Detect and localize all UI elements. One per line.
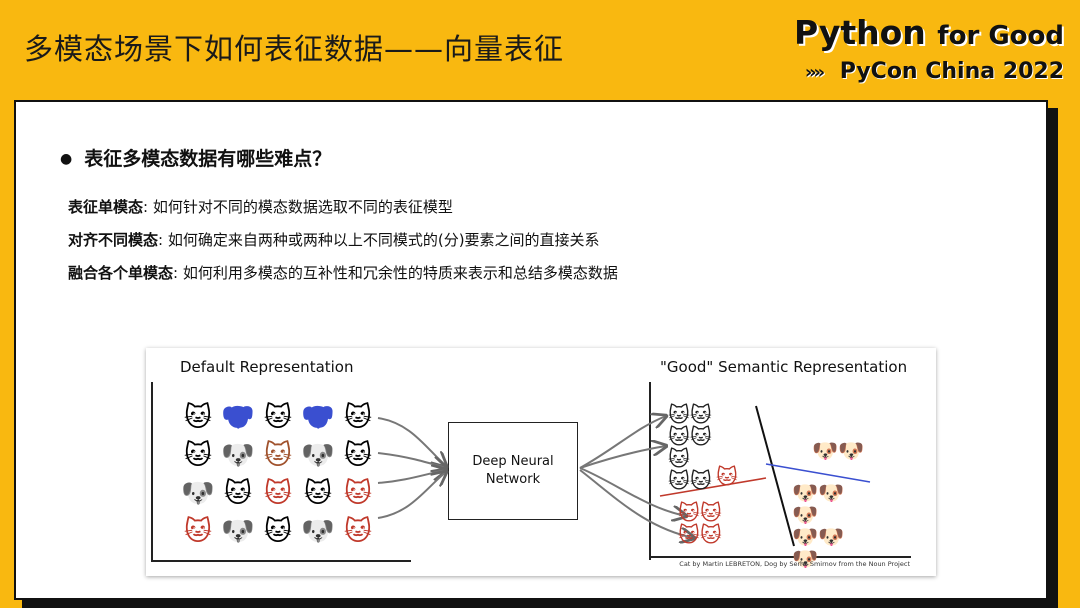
dog-cluster-black: 🐶🐶🐶🐶🐶🐶 bbox=[792, 481, 845, 571]
cat-icon: 🐱 bbox=[263, 478, 293, 509]
cat-cluster-orange: 🐱 bbox=[716, 465, 738, 489]
cat-icon: 🐱 bbox=[343, 516, 373, 547]
left-x-axis bbox=[151, 560, 411, 562]
nn-label-line2: Network bbox=[485, 472, 541, 487]
cat-icon: 🐱 bbox=[183, 402, 213, 433]
brand-main: Python for Good bbox=[794, 14, 1064, 55]
arrows-layer bbox=[377, 405, 871, 547]
brand-for-good: for Good bbox=[937, 21, 1064, 51]
item-alignment: 对齐不同模态: 如何确定来自两种或两种以上不同模式的(分)要素之间的直接关系 bbox=[68, 229, 600, 250]
cat-cluster-black: 🐱🐱🐱🐱🐱🐱🐱 bbox=[668, 403, 712, 493]
decision-boundary-blue bbox=[765, 463, 871, 483]
cat-icon: 🐱 bbox=[263, 440, 293, 471]
right-panel-title: "Good" Semantic Representation bbox=[660, 358, 908, 376]
cat-icon: 🐱 bbox=[303, 478, 333, 509]
cat-icon: 🐱 bbox=[343, 478, 373, 509]
default-representation-grid: 🐱 🐶 🐱 🐶 🐱 🐱 🐶 🐱 🐶 🐱 🐶 🐱 🐱 🐱 🐱 🐱 🐶 🐱 🐶 🐱 bbox=[178, 400, 378, 550]
dog-icon: 🐶 bbox=[301, 402, 335, 433]
brand-event: PyCon China 2022 bbox=[839, 59, 1064, 84]
dog-icon: 🐶 bbox=[221, 440, 255, 471]
bullet-dot-icon: ● bbox=[60, 151, 73, 167]
cat-icon: 🐱 bbox=[183, 516, 213, 547]
item-unimodal: 表征单模态: 如何针对不同的模态数据选取不同的表征模型 bbox=[68, 196, 453, 217]
arrow-out-1 bbox=[579, 416, 666, 469]
cat-cluster-red: 🐱🐱🐱🐱 bbox=[678, 501, 722, 547]
neural-network-box: Deep Neural Network bbox=[448, 422, 578, 520]
brand-logo: Python for Good »» PyCon China 2022 bbox=[794, 14, 1064, 85]
item-desc: : 如何确定来自两种或两种以上不同模式的(分)要素之间的直接关系 bbox=[158, 231, 600, 249]
arrow-in-4 bbox=[377, 472, 446, 519]
decision-boundary-diagonal bbox=[755, 405, 795, 547]
figure-credit: Cat by Martin LEBRETON, Dog by Serhii Sm… bbox=[679, 560, 910, 568]
dog-cluster-blue: 🐶🐶 bbox=[812, 439, 865, 463]
cat-icon: 🐱 bbox=[343, 440, 373, 471]
cat-icon: 🐱 bbox=[183, 440, 213, 471]
representation-figure: Default Representation "Good" Semantic R… bbox=[146, 348, 936, 576]
item-term: 对齐不同模态 bbox=[68, 231, 159, 249]
dog-icon: 🐶 bbox=[221, 402, 255, 433]
dog-icon: 🐶 bbox=[301, 516, 335, 547]
item-desc: : 如何利用多模态的互补性和冗余性的特质来表示和总结多模态数据 bbox=[173, 264, 618, 282]
question-bullet: ● 表征多模态数据有哪些难点？ bbox=[60, 144, 331, 171]
brand-python: Python bbox=[794, 13, 926, 52]
item-desc: : 如何针对不同的模态数据选取不同的表征模型 bbox=[143, 198, 453, 216]
brand-sub: »» PyCon China 2022 bbox=[794, 59, 1064, 84]
arrow-out-3 bbox=[579, 467, 686, 516]
decision-boundary-red bbox=[659, 477, 767, 497]
dog-icon: 🐶 bbox=[181, 478, 215, 509]
right-y-axis bbox=[649, 382, 651, 560]
cat-icon: 🐱 bbox=[263, 402, 293, 433]
left-y-axis bbox=[151, 382, 153, 562]
nn-label-line1: Deep Neural bbox=[472, 454, 554, 469]
arrow-out-4 bbox=[579, 469, 694, 538]
dog-icon: 🐶 bbox=[221, 516, 255, 547]
slide-title: 多模态场景下如何表征数据——向量表征 bbox=[24, 32, 565, 66]
item-term: 表征单模态 bbox=[68, 198, 144, 216]
arrow-out-2 bbox=[579, 446, 666, 469]
cat-icon: 🐱 bbox=[223, 478, 253, 509]
item-term: 融合各个单模态 bbox=[68, 264, 174, 282]
left-panel-title: Default Representation bbox=[180, 358, 354, 376]
right-x-axis bbox=[649, 556, 911, 558]
content-card: ● 表征多模态数据有哪些难点？ 表征单模态: 如何针对不同的模态数据选取不同的表征… bbox=[14, 100, 1048, 600]
cat-icon: 🐱 bbox=[343, 402, 373, 433]
question-text: 表征多模态数据有哪些难点？ bbox=[84, 148, 332, 170]
item-fusion: 融合各个单模态: 如何利用多模态的互补性和冗余性的特质来表示和总结多模态数据 bbox=[68, 262, 618, 283]
cat-icon: 🐱 bbox=[263, 516, 293, 547]
brand-arrows-icon: »» bbox=[804, 62, 825, 83]
dog-icon: 🐶 bbox=[301, 440, 335, 471]
